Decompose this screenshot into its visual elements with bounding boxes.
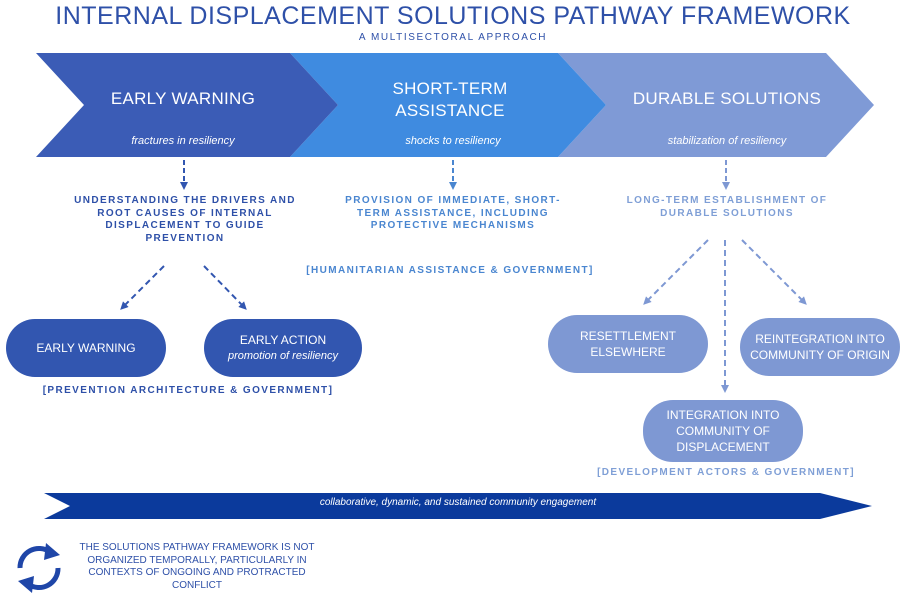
arrow-to-early-warning	[120, 265, 165, 310]
arrow-to-early-action	[203, 265, 247, 310]
prevention-actors-label: [PREVENTION ARCHITECTURE & GOVERNMENT]	[42, 385, 334, 396]
arrow-to-reintegration	[741, 239, 807, 305]
page-subtitle: A MULTISECTORAL APPROACH	[358, 32, 548, 43]
node-resettlement: RESETTLEMENT ELSEWHERE	[548, 315, 708, 373]
engagement-banner-text: collaborative, dynamic, and sustained co…	[319, 497, 597, 508]
node-early-action: EARLY ACTION promotion of resiliency	[204, 319, 362, 377]
temporal-note: THE SOLUTIONS PATHWAY FRAMEWORK IS NOT O…	[79, 542, 315, 591]
page-title: INTERNAL DISPLACEMENT SOLUTIONS PATHWAY …	[55, 2, 851, 30]
stage-durable-solutions: DURABLE SOLUTIONS	[610, 88, 844, 110]
chevron-early-warning	[36, 53, 338, 157]
engagement-banner	[44, 493, 872, 519]
stage-subtitle: shocks to resiliency	[405, 135, 501, 147]
node-label: RESETTLEMENT ELSEWHERE	[579, 329, 676, 359]
chevron-durable-solutions	[558, 53, 874, 157]
node-early-warning: EARLY WARNING	[6, 319, 166, 377]
stage-title: DURABLE SOLUTIONS	[632, 89, 822, 108]
stage-short-term: SHORT-TERM ASSISTANCE	[375, 78, 525, 122]
node-label: INTEGRATION INTO COMMUNITY OF DISPLACEME…	[666, 408, 780, 454]
short-term-description: PROVISION OF IMMEDIATE, SHORT-TERM ASSIS…	[345, 195, 561, 231]
node-sublabel: promotion of resiliency	[227, 350, 339, 362]
stage-title: EARLY WARNING	[110, 89, 256, 108]
stage-subtitle: stabilization of resiliency	[667, 135, 787, 147]
node-reintegration: REINTEGRATION INTO COMMUNITY OF ORIGIN	[740, 318, 900, 376]
stage-subtitle: fractures in resiliency	[131, 135, 235, 147]
node-label: EARLY WARNING	[36, 341, 136, 355]
cycle-arrows-icon	[17, 543, 61, 593]
node-label: EARLY ACTION	[239, 333, 327, 347]
development-actors-label: [DEVELOPMENT ACTORS & GOVERNMENT]	[597, 467, 855, 478]
node-label: REINTEGRATION INTO COMMUNITY OF ORIGIN	[750, 332, 890, 362]
humanitarian-actors-label: [HUMANITARIAN ASSISTANCE & GOVERNMENT]	[306, 265, 594, 276]
durable-solutions-description: LONG-TERM ESTABLISHMENT OF DURABLE SOLUT…	[626, 195, 828, 219]
node-integration: INTEGRATION INTO COMMUNITY OF DISPLACEME…	[643, 400, 803, 462]
early-warning-description: UNDERSTANDING THE DRIVERS AND ROOT CAUSE…	[74, 195, 296, 244]
stage-title: SHORT-TERM ASSISTANCE	[392, 79, 508, 120]
chevron-short-term-assistance	[290, 53, 606, 157]
arrow-to-resettlement	[643, 239, 709, 305]
stage-early-warning: EARLY WARNING	[84, 88, 282, 110]
